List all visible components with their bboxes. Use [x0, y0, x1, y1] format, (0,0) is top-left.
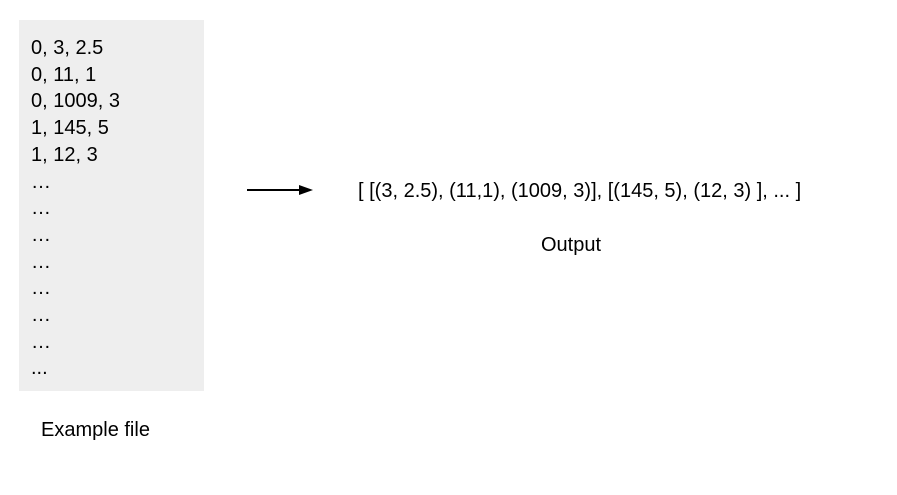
file-line: …: [31, 170, 51, 193]
output-value: [ [(3, 2.5), (11,1), (1009, 3)], [(145, …: [358, 180, 802, 202]
file-line: 1, 145, 5: [31, 117, 109, 140]
example-file-caption: Example file: [41, 419, 150, 441]
file-line: …: [31, 197, 51, 220]
output-caption: Output: [541, 234, 602, 256]
right-arrow-icon: [247, 185, 313, 195]
file-line: 0, 11, 1: [31, 63, 97, 86]
file-line: 1, 12, 3: [31, 143, 98, 166]
file-line: …: [31, 250, 51, 273]
file-line: 0, 3, 2.5: [31, 37, 104, 59]
file-line: …: [31, 277, 51, 300]
file-line: 0, 1009, 3: [31, 90, 120, 113]
file-line: …: [31, 223, 51, 246]
file-line: …: [31, 304, 51, 327]
example-file-box: 0, 3, 2.5 0, 11, 1 0, 1009, 3 1, 145, 5 …: [19, 20, 204, 391]
file-line: …: [31, 330, 51, 353]
file-line: ...: [31, 357, 48, 380]
